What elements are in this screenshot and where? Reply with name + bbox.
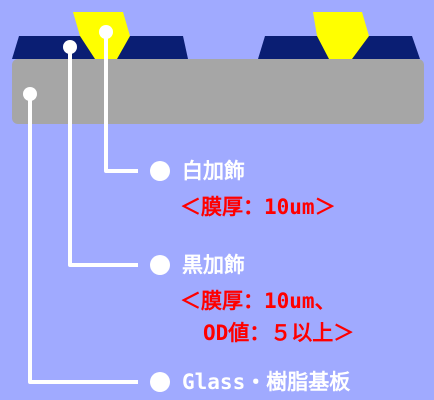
white-decoration-name: 白加飾	[182, 159, 245, 183]
label-substrate: Glass・樹脂基板	[150, 368, 350, 396]
bullet-icon	[150, 161, 170, 181]
substrate-name: Glass・樹脂基板	[182, 370, 351, 394]
leader-dot-black-decoration	[63, 40, 77, 54]
spec-black-decoration-line2: OD値：５以上＞	[203, 321, 355, 345]
bullet-icon	[150, 255, 170, 275]
label-white-decoration: 白加飾	[150, 157, 245, 185]
spec-black-decoration-line1: ＜膜厚：10um、	[180, 289, 336, 313]
bullet-icon	[150, 372, 170, 392]
leader-lines	[28, 32, 138, 384]
leader-black-decoration	[68, 47, 138, 267]
glass-substrate	[12, 59, 424, 124]
leader-dot-white-decoration	[99, 25, 113, 39]
leader-white-decoration	[104, 32, 138, 173]
label-black-decoration: 黒加飾	[150, 251, 245, 279]
leader-dot-substrate	[23, 87, 37, 101]
spec-white-decoration: ＜膜厚：10um＞	[180, 195, 336, 219]
black-decoration-name: 黒加飾	[182, 253, 245, 277]
leader-substrate	[28, 94, 138, 384]
white-decoration-right	[313, 12, 369, 59]
